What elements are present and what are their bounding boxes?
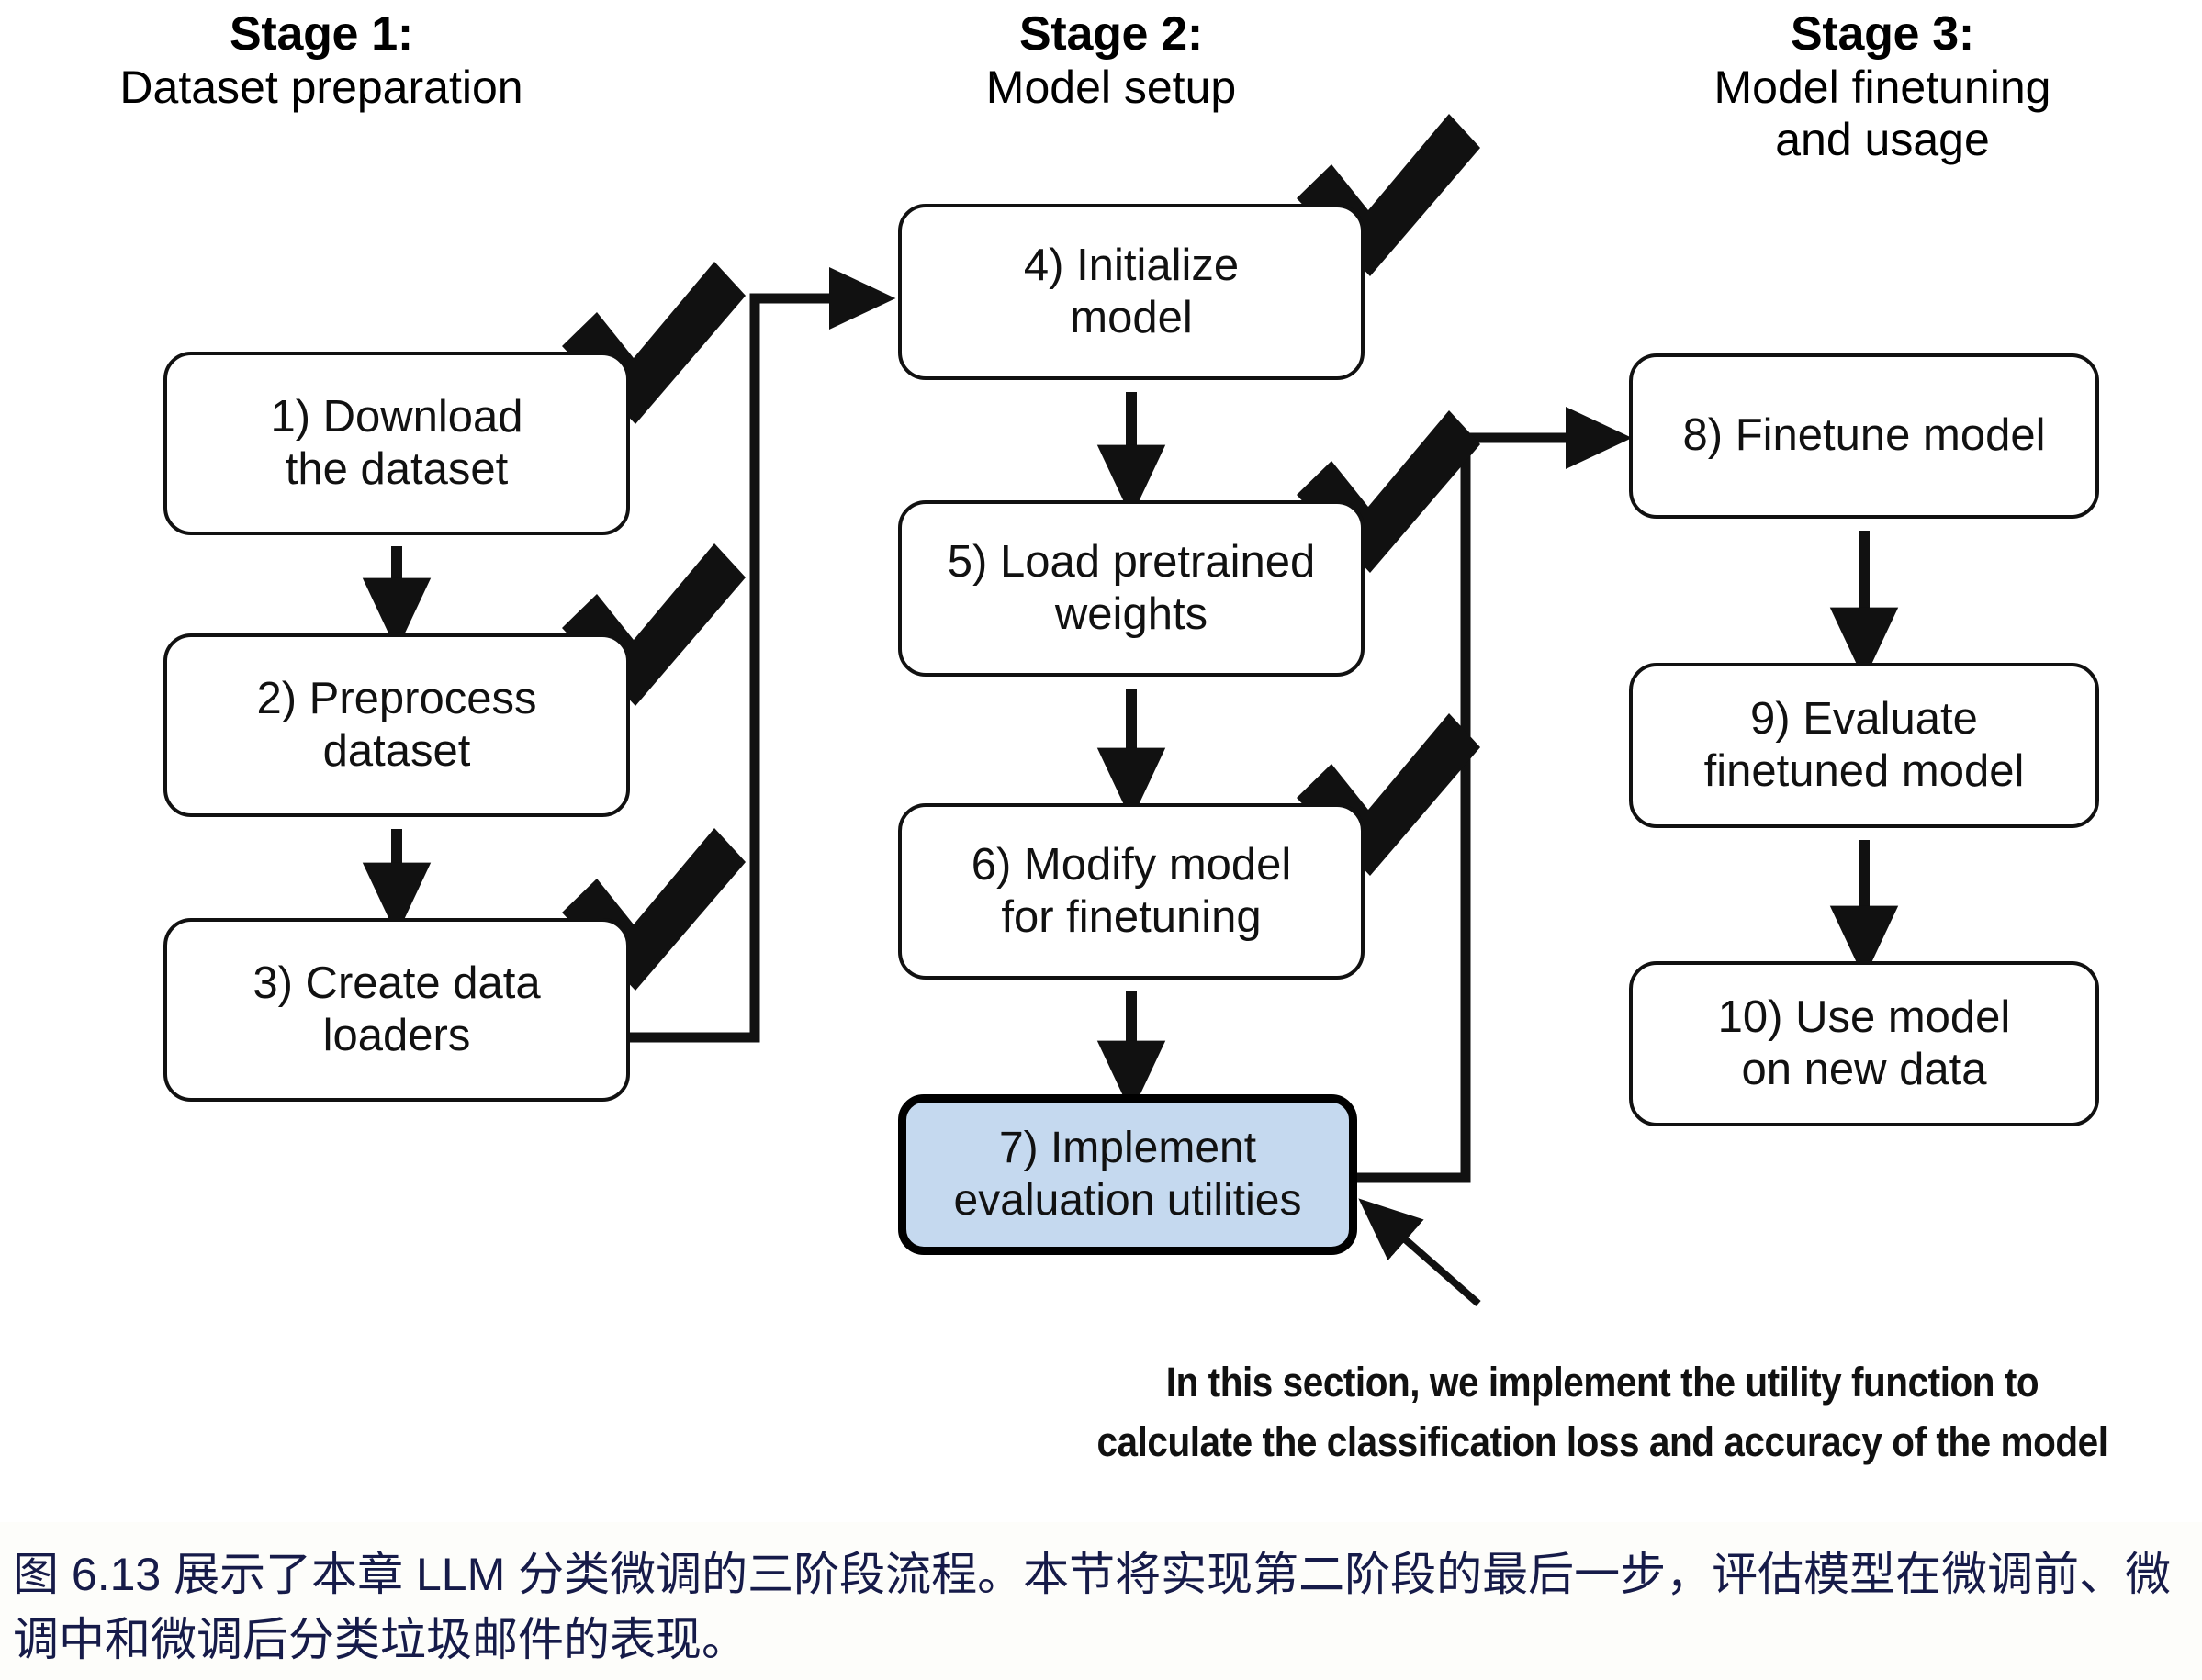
flow-step-7-implement-evaluation-utilities[interactable]: 7) Implement evaluation utilities (898, 1094, 1357, 1255)
annotation-line-2: calculate the classification loss and ac… (1096, 1418, 2108, 1466)
stage-1-title: Stage 1: Dataset preparation (28, 7, 615, 114)
flow-step-4-initialize-model[interactable]: 4) Initialize model (898, 204, 1365, 380)
connector-stage2-to-stage3 (1357, 406, 1633, 1183)
flow-step-1-line-1: 1) Download (270, 391, 523, 442)
flow-step-8-label: 8) Finetune model (1683, 409, 2046, 462)
annotation-callout-text: In this section, we implement the utilit… (1095, 1352, 2111, 1473)
stage-2-subheading: Model setup (985, 62, 1237, 114)
flow-step-5-label: 5) Load pretrained weights (948, 536, 1315, 642)
flow-step-1-label: 1) Download the dataset (270, 391, 522, 497)
stage-3-subheading-line-1: Model finetuning (1713, 62, 2051, 114)
figure-caption-line-2: 调中和微调后分类垃圾邮件的表现。 (13, 1614, 747, 1665)
flow-step-4-line-2: model (1070, 293, 1193, 342)
stage-2-heading: Stage 2: (1019, 7, 1203, 61)
flow-step-5-load-pretrained-weights[interactable]: 5) Load pretrained weights (898, 500, 1365, 677)
flow-step-7-line-1: 7) Implement (998, 1124, 1257, 1173)
flow-step-6-modify-model-for-finetuning[interactable]: 6) Modify model for finetuning (898, 803, 1365, 980)
flow-step-3-line-2: loaders (322, 1011, 471, 1060)
flow-step-2-line-2: dataset (322, 726, 471, 776)
flow-step-6-line-2: for finetuning (1001, 892, 1262, 942)
flow-step-5-line-2: weights (1054, 589, 1208, 639)
stage-3-subheading-line-2: and usage (1775, 114, 1990, 166)
flow-step-7-label: 7) Implement evaluation utilities (954, 1123, 1302, 1226)
stage-1-heading: Stage 1: (230, 7, 413, 61)
flow-step-1-download-dataset[interactable]: 1) Download the dataset (163, 352, 630, 535)
flow-step-9-line-2: finetuned model (1703, 746, 2025, 796)
flow-step-7-line-2: evaluation utilities (953, 1175, 1302, 1225)
flow-step-10-use-model-on-new-data[interactable]: 10) Use model on new data (1629, 961, 2099, 1126)
flow-step-8-line-1: 8) Finetune model (1682, 410, 2046, 461)
figure-caption-line-1: 图 6.13 展示了本章 LLM 分类微调的三阶段流程。本节将实现第二阶段的最后… (13, 1549, 2172, 1600)
figure-caption: 图 6.13 展示了本章 LLM 分类微调的三阶段流程。本节将实现第二阶段的最后… (0, 1522, 2202, 1680)
stage-2-title: Stage 2: Model setup (817, 7, 1405, 114)
flow-step-4-line-1: 4) Initialize (1023, 240, 1240, 290)
flow-step-9-label: 9) Evaluate finetuned model (1704, 693, 2025, 799)
flow-step-6-line-1: 6) Modify model (971, 839, 1292, 890)
flow-step-10-label: 10) Use model on new data (1718, 991, 2011, 1097)
flow-step-2-label: 2) Preprocess dataset (256, 673, 536, 778)
connector-stage1-to-stage2 (630, 266, 896, 1043)
flow-step-10-line-1: 10) Use model (1717, 991, 2011, 1042)
flow-step-8-finetune-model[interactable]: 8) Finetune model (1629, 353, 2099, 519)
flow-step-5-line-1: 5) Load pretrained (947, 536, 1316, 587)
stage-3-title: Stage 3: Model finetuning and usage (1561, 7, 2202, 166)
callout-arrow-icon (1358, 1198, 1481, 1307)
stage-3-heading: Stage 3: (1791, 7, 1974, 61)
flow-step-3-create-data-loaders[interactable]: 3) Create data loaders (163, 918, 630, 1102)
flow-step-2-preprocess-dataset[interactable]: 2) Preprocess dataset (163, 633, 630, 817)
flow-step-9-evaluate-finetuned-model[interactable]: 9) Evaluate finetuned model (1629, 663, 2099, 828)
stage-1-subheading: Dataset preparation (119, 62, 523, 114)
flow-step-1-line-2: the dataset (285, 444, 509, 494)
flow-step-9-line-1: 9) Evaluate (1750, 693, 1978, 744)
annotation-line-1: In this section, we implement the utilit… (1165, 1359, 2039, 1406)
flow-step-10-line-2: on new data (1741, 1045, 1987, 1094)
flow-step-3-line-1: 3) Create data (253, 958, 541, 1008)
flow-step-4-label: 4) Initialize model (1024, 240, 1239, 345)
flow-step-2-line-1: 2) Preprocess (256, 673, 537, 723)
flow-step-3-label: 3) Create data loaders (253, 958, 540, 1063)
flow-step-6-label: 6) Modify model for finetuning (972, 839, 1292, 945)
